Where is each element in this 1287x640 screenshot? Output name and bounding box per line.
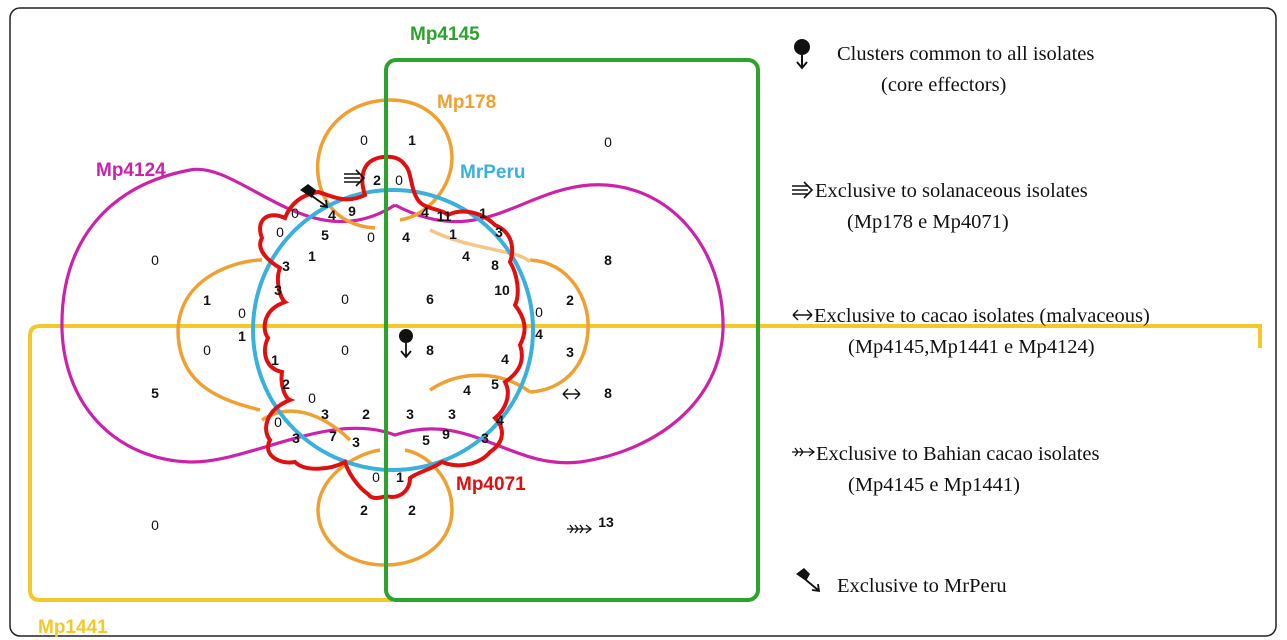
pin-icon [399,329,413,359]
count: 1 [238,328,246,344]
count: 0 [372,469,380,485]
count: 1 [449,226,457,242]
count: 4 [421,204,429,220]
mp4145-label: Mp4145 [410,24,480,45]
region-counts: 0 0 1 2 0 4 9 0 0 5 0 4 4 11 1 1 3 4 8 1… [151,132,614,533]
count: 1 [271,352,279,368]
mp1441-label: Mp1441 [38,617,108,638]
count: 4 [496,412,504,428]
mp1441-set-outline [28,324,1262,602]
count: 8 [491,257,499,273]
mrperu-set-outline [251,188,535,472]
count: 0 [535,304,543,320]
count: 3 [481,430,489,446]
count: 1 [396,469,404,485]
count: 4 [328,207,336,223]
count: 6 [426,291,434,307]
count: 9 [348,203,356,219]
count: 1 [203,292,211,308]
mrperu-label: MrPeru [460,162,525,183]
count: 2 [408,502,416,518]
dart-icon [300,184,329,209]
legend-bahian-icon [792,447,816,457]
legend-mrperu-line1: Exclusive to MrPeru [837,575,1007,597]
count: 4 [501,351,509,367]
legend-core-icon [794,39,810,70]
count: 3 [495,224,503,240]
count: 0 [604,134,612,150]
count: 3 [282,258,290,274]
count: 0 [308,390,316,406]
count: 5 [151,385,159,401]
count: 8 [604,252,612,268]
legend-bahian-line2: (Mp4145 e Mp1441) [848,474,1020,496]
count: 1 [479,205,487,221]
count: 5 [422,432,430,448]
legend-cacao-line2: (Mp4145,Mp1441 e Mp4124) [848,336,1095,358]
count: 0 [203,342,211,358]
legend-mrperu-icon [796,568,821,593]
count: 0 [274,414,282,430]
legend-sol-line2: (Mp178 e Mp4071) [847,211,1009,233]
count: 3 [406,406,414,422]
legend-core-line1: Clusters common to all isolates [837,43,1094,65]
count: 0 [151,517,159,533]
mp4145-set-outline [384,58,760,602]
count: 3 [566,344,574,360]
figure-border [9,7,1277,637]
feathered-arrow-icon [567,524,593,534]
count: 13 [598,514,614,530]
count: 2 [360,502,368,518]
mp4071-label: Mp4071 [456,474,526,495]
count: 10 [494,282,510,298]
count: 2 [362,406,370,422]
count: 4 [535,326,543,342]
count: 0 [238,305,246,321]
count: 0 [395,172,403,188]
count: 0 [367,229,375,245]
mp4124-set-outline [60,167,725,465]
legend: Clusters common to all isolates (core ef… [792,39,1150,597]
count: 5 [491,376,499,392]
legend-core-line2: (core effectors) [881,74,1006,96]
mp4071-set-outline [258,154,527,500]
count: 2 [566,292,574,308]
count: 4 [402,229,410,245]
count: 0 [341,291,349,307]
count: 0 [151,252,159,268]
count: 2 [282,376,290,392]
count: 5 [321,227,329,243]
count: 3 [321,406,329,422]
count: 8 [426,342,434,358]
count: 3 [352,434,360,450]
legend-sol-line1: Exclusive to solanaceous isolates [815,180,1088,202]
count: 8 [604,385,612,401]
count: 7 [329,428,337,444]
count: 0 [276,224,284,240]
count: 2 [373,172,381,188]
double-arrow-icon [562,388,581,400]
legend-bahian-line1: Exclusive to Bahian cacao isolates [816,443,1100,465]
mp4124-label: Mp4124 [96,160,166,181]
count: 9 [442,426,450,442]
count: 1 [308,248,316,264]
legend-solanaceous-icon [792,181,814,199]
count: 3 [448,406,456,422]
legend-cacao-line1: Exclusive to cacao isolates (malvaceous) [814,305,1150,327]
count: 0 [360,132,368,148]
count: 0 [341,342,349,358]
count: 0 [291,205,299,221]
triple-arrow-icon [344,169,366,187]
mp178-label: Mp178 [437,92,496,113]
count: 4 [463,382,471,398]
count: 3 [292,430,300,446]
count: 4 [462,248,470,264]
count: 1 [408,132,416,148]
count: 3 [274,282,282,298]
count: 11 [437,208,452,224]
legend-cacao-icon [792,309,813,321]
